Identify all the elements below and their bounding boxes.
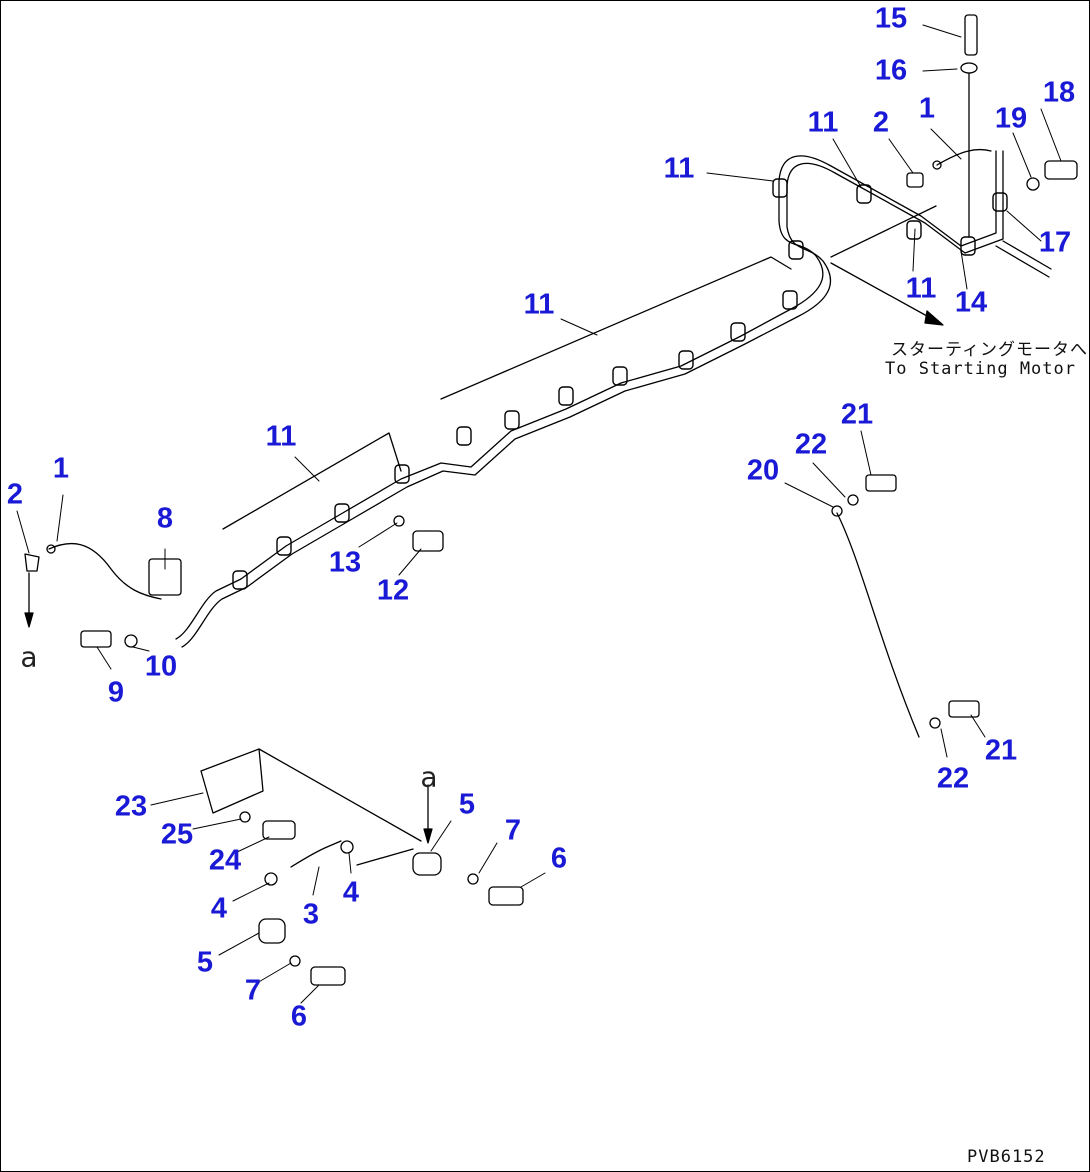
callout-11-d[interactable]: 11 bbox=[523, 288, 555, 321]
callout-3[interactable]: 3 bbox=[302, 898, 320, 931]
callout-24[interactable]: 24 bbox=[208, 844, 242, 877]
callout-11-e[interactable]: 11 bbox=[265, 420, 297, 453]
callout-8[interactable]: 8 bbox=[156, 502, 174, 535]
main-harness bbox=[175, 150, 1008, 648]
callout-16[interactable]: 16 bbox=[874, 54, 908, 87]
callout-21-bottom[interactable]: 21 bbox=[984, 734, 1018, 767]
callout-18[interactable]: 18 bbox=[1042, 76, 1076, 109]
callout-12[interactable]: 12 bbox=[376, 574, 410, 607]
callout-11-c[interactable]: 11 bbox=[905, 272, 937, 305]
callout-17[interactable]: 17 bbox=[1038, 226, 1072, 259]
callout-10[interactable]: 10 bbox=[144, 650, 178, 683]
callout-11-a[interactable]: 11 bbox=[807, 106, 839, 139]
callout-20[interactable]: 20 bbox=[746, 454, 780, 487]
callout-6-left[interactable]: 6 bbox=[290, 1000, 308, 1033]
leader-lines bbox=[16, 24, 1062, 1004]
ref-label-a-center: a bbox=[420, 760, 438, 794]
callout-23[interactable]: 23 bbox=[114, 790, 148, 823]
callout-22-bottom[interactable]: 22 bbox=[936, 762, 970, 795]
callout-14[interactable]: 14 bbox=[954, 286, 988, 319]
callout-11-b[interactable]: 11 bbox=[663, 152, 695, 185]
callout-1-left[interactable]: 1 bbox=[52, 452, 70, 485]
ref-label-a-left: a bbox=[20, 640, 38, 674]
callout-2-left[interactable]: 2 bbox=[6, 478, 24, 511]
callout-4-left[interactable]: 4 bbox=[210, 892, 228, 925]
callout-5-right[interactable]: 5 bbox=[458, 788, 476, 821]
callout-13[interactable]: 13 bbox=[328, 546, 362, 579]
callout-25[interactable]: 25 bbox=[160, 818, 194, 851]
callout-19[interactable]: 19 bbox=[994, 102, 1028, 135]
callout-21-top[interactable]: 21 bbox=[840, 398, 874, 431]
note-japanese: スターティングモータへ bbox=[891, 340, 1088, 360]
callout-15[interactable]: 15 bbox=[874, 2, 908, 35]
note-english: To Starting Motor bbox=[885, 359, 1076, 379]
callout-6-right[interactable]: 6 bbox=[550, 842, 568, 875]
callout-7-right[interactable]: 7 bbox=[504, 814, 522, 847]
lower-parts bbox=[24, 14, 1078, 986]
callout-1-top[interactable]: 1 bbox=[918, 92, 936, 125]
callout-22-top[interactable]: 22 bbox=[794, 428, 828, 461]
callout-9[interactable]: 9 bbox=[107, 676, 125, 709]
callout-2-top[interactable]: 2 bbox=[872, 106, 890, 139]
callout-4-right[interactable]: 4 bbox=[342, 876, 360, 909]
drawing-number: PVB6152 bbox=[967, 1147, 1046, 1167]
callout-7-left[interactable]: 7 bbox=[244, 974, 262, 1007]
callout-5-left[interactable]: 5 bbox=[196, 946, 214, 979]
